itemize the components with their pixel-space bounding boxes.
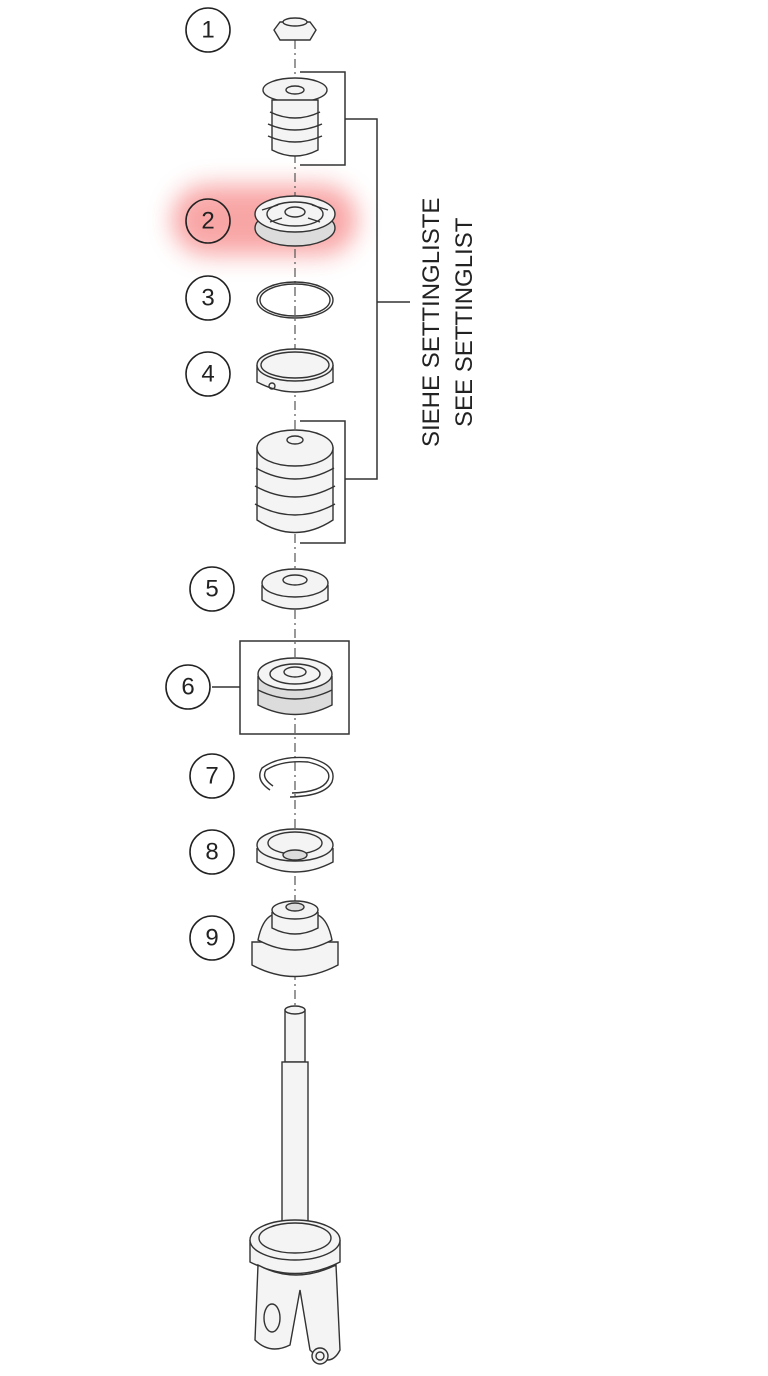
callout-2[interactable]: 2 <box>185 198 231 244</box>
part-upper-bump-stop[interactable] <box>262 77 328 157</box>
callout-7[interactable]: 7 <box>189 753 235 799</box>
svg-text:7: 7 <box>205 763 218 790</box>
svg-text:3: 3 <box>201 285 214 312</box>
part-valve-disc[interactable] <box>254 195 336 247</box>
svg-text:9: 9 <box>205 925 218 952</box>
note-line-de: SIEHE SETTINGLISTE <box>418 198 445 447</box>
part-piston[interactable] <box>257 657 333 716</box>
note-line-en: SEE SETTINGLIST <box>451 217 478 427</box>
svg-text:4: 4 <box>201 361 214 388</box>
setting-brackets <box>212 71 410 688</box>
svg-text:8: 8 <box>205 839 218 866</box>
callout-3[interactable]: 3 <box>185 275 231 321</box>
part-o-ring[interactable] <box>256 281 334 319</box>
part-shim-stack[interactable] <box>254 429 336 534</box>
callout-9[interactable]: 9 <box>189 915 235 961</box>
callout-6[interactable]: 6 <box>165 664 211 710</box>
part-nut[interactable] <box>273 17 317 41</box>
part-piston-rod[interactable] <box>281 1005 309 1243</box>
part-seat[interactable] <box>261 568 329 610</box>
svg-text:6: 6 <box>181 674 194 701</box>
callout-1[interactable]: 1 <box>185 7 231 53</box>
callout-8[interactable]: 8 <box>189 829 235 875</box>
part-bump-cap[interactable] <box>251 900 339 978</box>
callout-4[interactable]: 4 <box>185 351 231 397</box>
part-snap-ring[interactable] <box>259 756 334 798</box>
svg-text:5: 5 <box>205 576 218 603</box>
part-guide-bushing[interactable] <box>256 348 334 393</box>
part-clevis[interactable] <box>249 1219 341 1365</box>
svg-text:1: 1 <box>201 17 214 44</box>
callout-5[interactable]: 5 <box>189 566 235 612</box>
part-seal-head[interactable] <box>256 828 334 873</box>
svg-text:2: 2 <box>201 208 214 235</box>
